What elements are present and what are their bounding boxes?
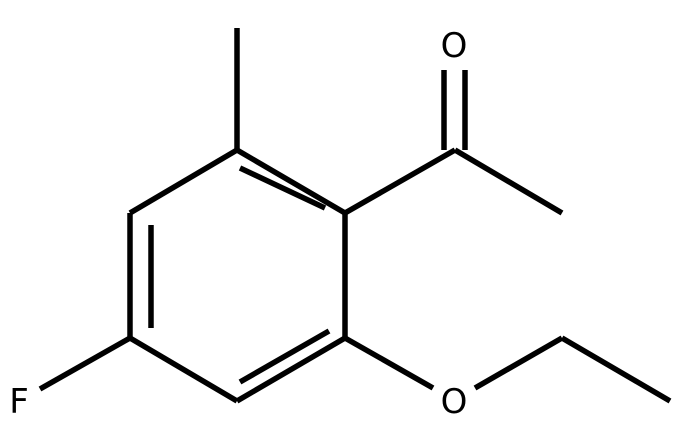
- bond-ring-fluorine: [38, 335, 132, 392]
- bond-ring-oxygen: [343, 335, 435, 391]
- bond-c4-c5: [128, 335, 239, 404]
- bond-ring-carbonyl: [343, 147, 457, 216]
- bond-c5-c6: [235, 335, 347, 404]
- bond-c2-c3: [128, 147, 239, 216]
- bond-ch2-ch3: [560, 335, 672, 404]
- atom-label-oxygen-ether: O: [441, 382, 468, 422]
- atom-label-fluorine: F: [9, 382, 29, 422]
- bond-c1-c2: [235, 147, 347, 216]
- bond-inner-c1-c2: [238, 165, 327, 211]
- bond-inner-c5-c6: [238, 328, 331, 385]
- atom-label-oxygen-carbonyl: O: [441, 26, 468, 66]
- bond-carbonyl-methyl: [453, 147, 564, 216]
- bond-oxygen-ch2: [473, 335, 564, 391]
